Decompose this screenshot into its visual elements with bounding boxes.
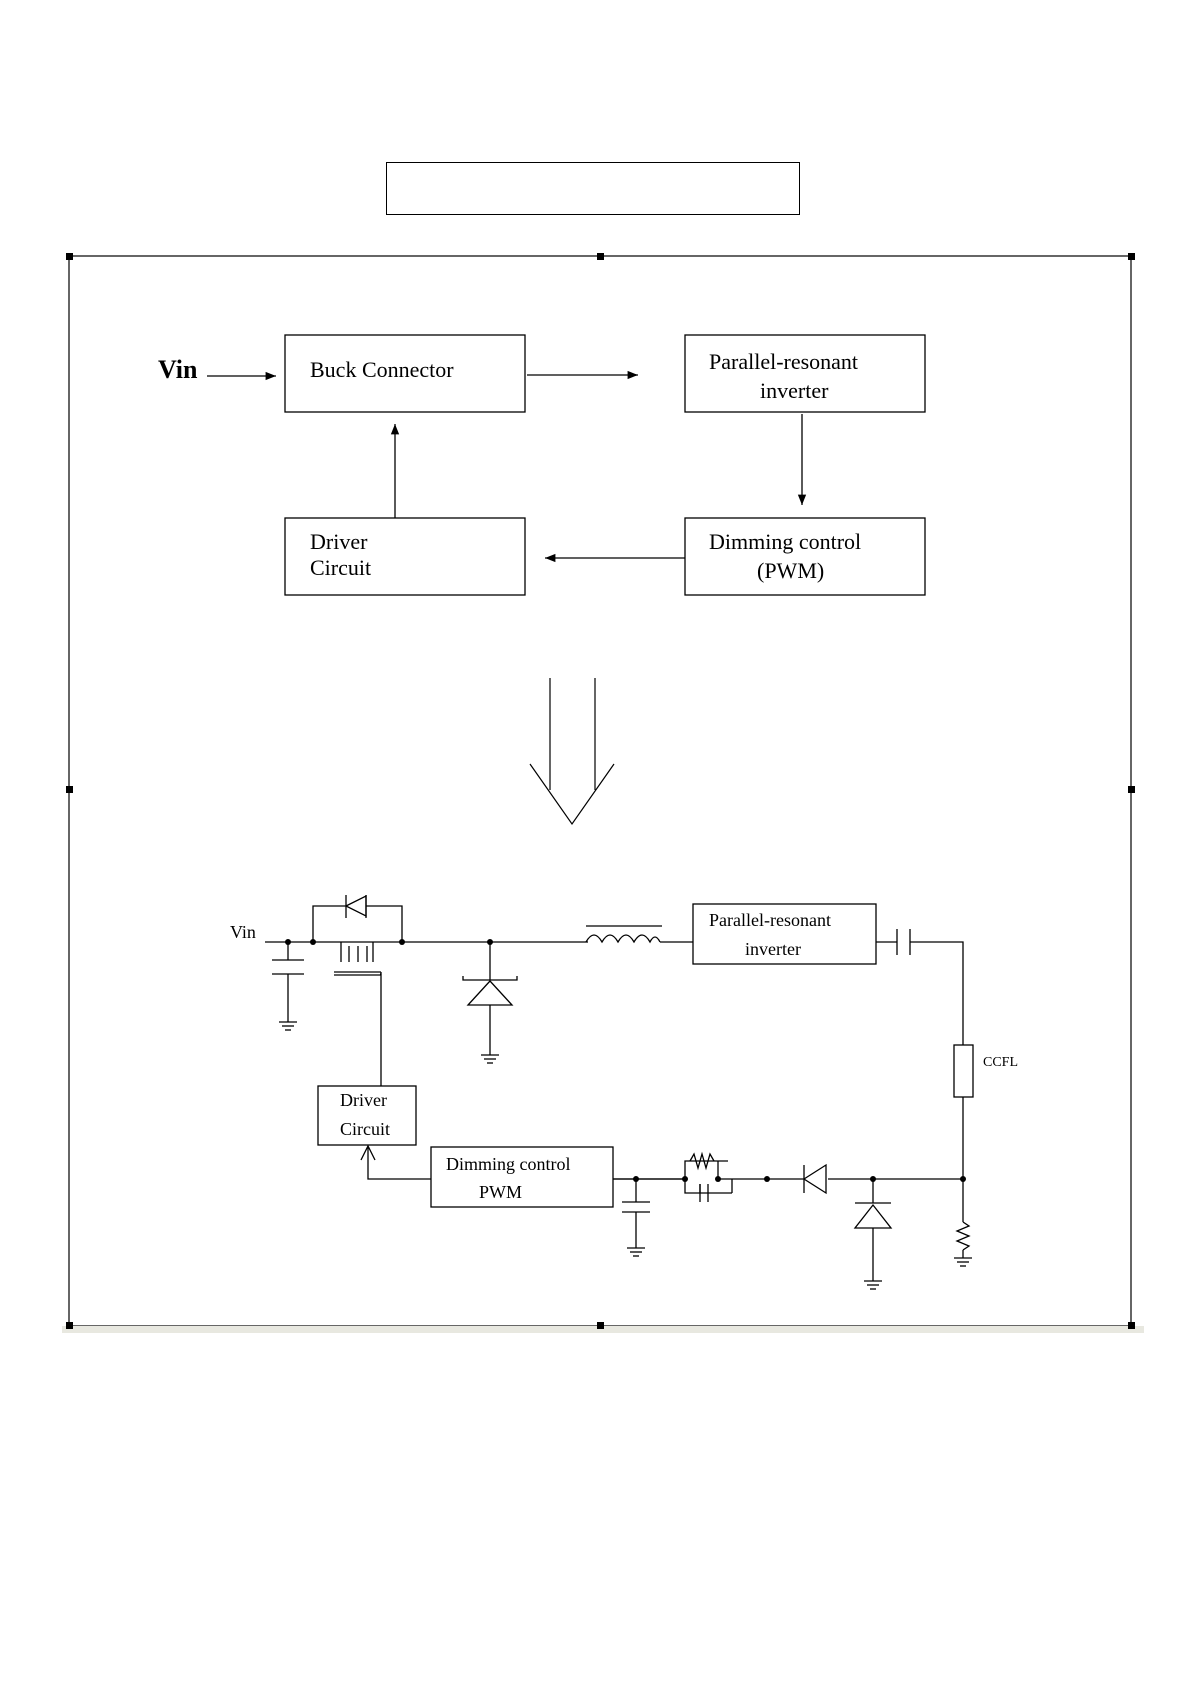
block-driver-label-2: Circuit <box>310 555 371 580</box>
big-down-arrow <box>530 678 614 824</box>
block-driver-label-1: Driver <box>310 529 368 554</box>
schematic: Vin <box>230 895 1018 1289</box>
filter-capacitor <box>622 1179 685 1256</box>
schematic-vin-label: Vin <box>230 922 256 942</box>
schematic-dimming-label-1: Dimming control <box>446 1154 571 1174</box>
ccfl-label: CCFL <box>983 1055 1018 1070</box>
ccfl-lamp <box>954 1045 973 1097</box>
schematic-inverter-label-2: inverter <box>745 939 801 959</box>
mosfet-switch <box>313 895 402 974</box>
ballast-capacitor <box>876 929 963 1045</box>
schematic-driver-label-1: Driver <box>340 1090 387 1110</box>
schematic-dimming-label-2: PWM <box>479 1182 522 1202</box>
buck-inductor <box>586 926 662 942</box>
input-capacitor <box>272 942 304 1022</box>
selection-frame <box>62 253 1144 1333</box>
gate-drive-line <box>334 975 381 1086</box>
ground-symbol <box>279 1022 297 1030</box>
block-buck-label: Buck Connector <box>310 357 454 382</box>
schematic-inverter-label-1: Parallel-resonant <box>709 910 831 930</box>
freewheel-diode <box>463 942 517 1063</box>
block-dimming-label-2: (PWM) <box>757 558 824 583</box>
block-diagram: Vin Buck Connector Parallel-resonant inv… <box>158 335 925 595</box>
schematic-driver-label-2: Circuit <box>340 1119 390 1139</box>
clamp-diode <box>855 1179 891 1289</box>
block-dimming-label-1: Dimming control <box>709 529 861 554</box>
block-inverter-label-2: inverter <box>760 378 829 403</box>
block-vin-label: Vin <box>158 355 198 384</box>
rectifier-diode <box>804 1165 826 1193</box>
block-inverter-label-1: Parallel-resonant <box>709 349 858 374</box>
rc-parallel-network <box>685 1154 732 1202</box>
sense-resistor <box>954 1179 972 1266</box>
dimming-to-driver-line <box>368 1147 431 1179</box>
